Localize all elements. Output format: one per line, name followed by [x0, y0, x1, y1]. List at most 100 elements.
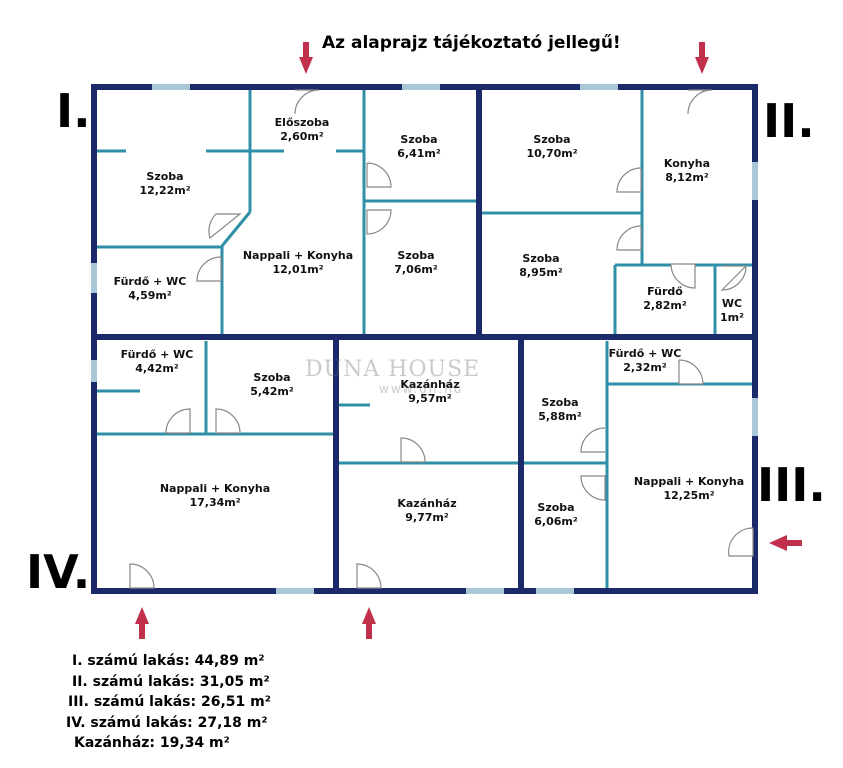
- entrance-arrows: [135, 42, 802, 639]
- unit-area-summary: I. számú lakás: 44,89 m² II. számú lakás…: [62, 651, 271, 754]
- door-icon: [208, 213, 242, 240]
- room-name: Szoba: [537, 501, 574, 514]
- room-area: 4,59m²: [128, 289, 172, 302]
- unit-area-line: Kazánház: 19,34 m²: [74, 735, 230, 751]
- room-name: Szoba: [541, 396, 578, 409]
- door-swings: [129, 89, 754, 589]
- room-name: Kazánház: [397, 497, 456, 510]
- door-icon: [196, 256, 222, 282]
- room-area: 2,82m²: [643, 299, 687, 312]
- arrow-up-icon: [362, 607, 376, 639]
- room-name: Nappali + Konyha: [243, 249, 353, 262]
- room-area: 7,06m²: [394, 263, 438, 276]
- room-name: Kazánház: [400, 378, 459, 391]
- room-area: 9,77m²: [405, 511, 449, 524]
- room-area: 5,88m²: [538, 410, 582, 423]
- room-name: Szoba: [400, 133, 437, 146]
- watermark-brand: DUNA HOUSE: [305, 357, 481, 382]
- room-name: Konyha: [664, 157, 710, 170]
- unit-marker-3: III.: [757, 458, 826, 512]
- door-icon: [580, 475, 606, 501]
- watermark-logo: DUNA HOUSE www.dh.hu: [305, 357, 480, 396]
- room-name: Szoba: [522, 252, 559, 265]
- door-icon: [366, 209, 392, 235]
- watermark-url: www.dh.hu: [379, 382, 464, 396]
- arrow-down-icon: [299, 42, 313, 74]
- room-name: Szoba: [533, 133, 570, 146]
- unit-marker-1: I.: [56, 84, 91, 138]
- unit-marker-2: II.: [763, 94, 815, 148]
- unit-area-line: III. számú lakás: 26,51 m²: [68, 694, 271, 710]
- room-area: 12,01m²: [272, 263, 323, 276]
- room-name: WC: [722, 297, 742, 310]
- unit-area-line: IV. számú lakás: 27,18 m²: [66, 714, 268, 731]
- door-icon: [129, 563, 155, 589]
- disclaimer-title: Az alaprajz tájékoztató jellegű!: [322, 33, 621, 53]
- arrow-up-icon: [135, 607, 149, 639]
- room-name: Fürdő + WC: [114, 275, 187, 288]
- arrow-down-icon: [695, 42, 709, 74]
- door-icon: [728, 527, 754, 557]
- door-icon: [616, 167, 642, 193]
- room-name: Nappali + Konyha: [634, 475, 744, 488]
- unit-marker-4: IV.: [26, 545, 91, 599]
- room-name: Szoba: [146, 170, 183, 183]
- room-name: Fürdő + WC: [609, 347, 682, 360]
- door-icon: [294, 89, 320, 115]
- room-area: 6,41m²: [397, 147, 441, 160]
- room-area: 2,60m²: [280, 130, 324, 143]
- door-icon: [165, 408, 191, 434]
- door-icon: [670, 263, 696, 289]
- door-icon: [215, 408, 241, 434]
- room-name: Nappali + Konyha: [160, 482, 270, 495]
- room-area: 2,32m²: [623, 361, 667, 374]
- door-icon: [580, 427, 606, 453]
- room-area: 9,57m²: [408, 392, 452, 405]
- room-area: 8,95m²: [519, 266, 563, 279]
- room-area: 6,06m²: [534, 515, 578, 528]
- door-icon: [356, 563, 382, 589]
- room-area: 1m²: [720, 311, 744, 324]
- door-icon: [400, 437, 426, 463]
- room-name: Szoba: [397, 249, 434, 262]
- windows: [91, 84, 758, 594]
- room-area: 4,42m²: [135, 362, 179, 375]
- arrow-left-icon: [769, 535, 802, 551]
- room-name: Fürdő: [647, 285, 683, 298]
- room-name: Fürdő + WC: [121, 348, 194, 361]
- room-area: 12,22m²: [139, 184, 190, 197]
- room-area: 5,42m²: [250, 385, 294, 398]
- room-area: 12,25m²: [663, 489, 714, 502]
- door-icon: [616, 225, 642, 251]
- room-name: Előszoba: [275, 116, 330, 129]
- room-area: 10,70m²: [526, 147, 577, 160]
- door-icon: [687, 89, 713, 115]
- room-name: Szoba: [253, 371, 290, 384]
- unit-area-line: II. számú lakás: 31,05 m²: [72, 673, 270, 690]
- room-area: 17,34m²: [189, 496, 240, 509]
- door-icon: [366, 162, 392, 188]
- unit-area-line: I. számú lakás: 44,89 m²: [72, 653, 265, 669]
- door-icon: [678, 359, 704, 385]
